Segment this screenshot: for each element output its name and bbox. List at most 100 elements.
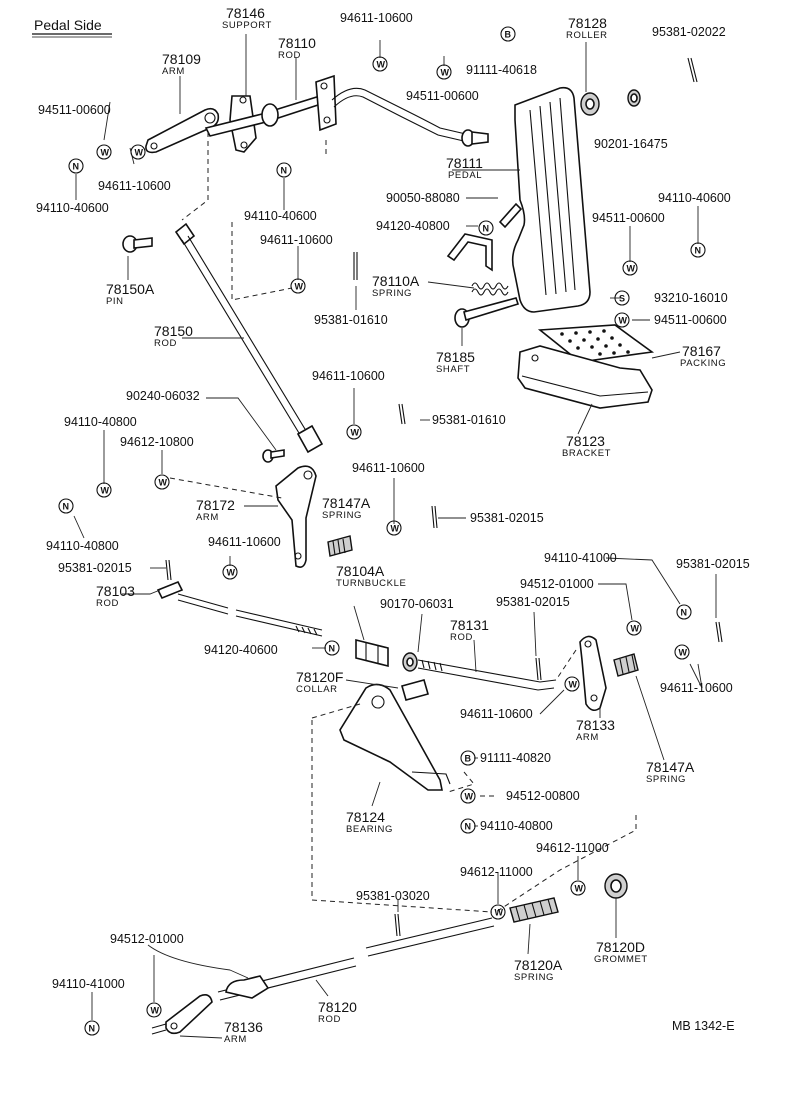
rod-78103-drawing (156, 580, 323, 637)
label-78109-name: ARM (162, 66, 185, 77)
label-95381-02015-c: 95381-02015 (676, 557, 750, 571)
washer-symbol: W (159, 478, 168, 488)
label-78120D-name: GROMMET (594, 954, 648, 965)
label-94612-11000-b: 94612-11000 (460, 865, 533, 879)
label-95381-01610-a: 95381-01610 (314, 313, 388, 327)
washer-symbol: W (377, 60, 386, 70)
label-91111-40618: 91111-40618 (466, 63, 537, 77)
label-91111-40820: 91111-40820 (480, 751, 551, 765)
rod-78110-drawing (204, 74, 489, 147)
label-94110-40800-b: 94110-40800 (46, 539, 119, 553)
washer-symbol: W (391, 524, 400, 534)
pin-95381-02015-c-drawing (715, 621, 723, 643)
label-94110-40600-b: 94110-40600 (244, 209, 317, 223)
washer-symbol: W (101, 148, 110, 158)
label-78147A-top-name: SPRING (322, 510, 362, 521)
label-78146-name: SUPPORT (222, 20, 272, 31)
label-78133: 78133 (576, 717, 615, 733)
label-94110-41000-a: 94110-41000 (544, 551, 617, 565)
label-94512-00800: 94512-00800 (506, 789, 580, 803)
label-78103: 78103 (96, 583, 135, 599)
label-78147A-bot-name: SPRING (646, 774, 686, 785)
label-90201-16475: 90201-16475 (594, 137, 668, 151)
label-94110-40600-a: 94110-40600 (36, 201, 109, 215)
washer-symbol: W (575, 884, 584, 894)
label-78111: 78111 (446, 155, 483, 171)
label-94612-11000-a: 94612-11000 (536, 841, 609, 855)
label-78103-name: ROD (96, 598, 119, 609)
dashed-guides (169, 132, 637, 913)
spring-78147A-bot-drawing (613, 653, 639, 677)
label-95381-01610-b: 95381-01610 (432, 413, 506, 427)
washer-symbol: W (351, 428, 360, 438)
label-94612-10800: 94612-10800 (120, 435, 194, 449)
bolt-symbol: B (465, 754, 472, 764)
turnbuckle-78104A-drawing (355, 638, 389, 668)
bolt-symbol: B (505, 30, 512, 40)
label-78120: 78120 (318, 999, 357, 1015)
hardware-labels: 94611-10600 95381-02022 91111-40618 9451… (36, 11, 750, 991)
label-78109: 78109 (162, 51, 201, 67)
label-78104A-name: TURNBUCKLE (336, 578, 406, 589)
arm-78133-drawing (579, 635, 607, 712)
washer-symbol: W (295, 282, 304, 292)
label-78185-name: SHAFT (436, 364, 470, 375)
label-78147A-top: 78147A (322, 495, 371, 511)
label-78128: 78128 (568, 15, 607, 31)
label-78120F: 78120F (296, 669, 343, 685)
label-78120A: 78120A (514, 957, 563, 973)
label-95381-02015-d: 95381-02015 (496, 595, 570, 609)
nut-90170-06031-drawing (402, 652, 418, 672)
hardware-symbols: W W B W W N N N W W N S W W W W N W W N … (58, 26, 706, 1036)
roller-78128-drawing (580, 92, 600, 116)
label-94611-10600-c: 94611-10600 (260, 233, 333, 247)
pin-95381-01610-a-drawing (353, 252, 358, 280)
washer-symbol: W (569, 680, 578, 690)
grommet-78120D-drawing (604, 873, 628, 899)
washer-symbol: W (135, 148, 144, 158)
label-94120-40800: 94120-40800 (376, 219, 450, 233)
label-78185: 78185 (436, 349, 475, 365)
label-94110-40800-a: 94110-40800 (64, 415, 137, 429)
nut-symbol: N (695, 246, 702, 256)
label-78131: 78131 (450, 617, 489, 633)
label-94611-10600-a: 94611-10600 (340, 11, 413, 25)
label-94611-10600-d: 94611-10600 (312, 369, 385, 383)
label-94110-41000-b: 94110-41000 (52, 977, 125, 991)
bracket-78123-drawing (517, 345, 653, 409)
label-78150A: 78150A (106, 281, 155, 297)
label-94611-10600-e: 94611-10600 (352, 461, 425, 475)
nut-symbol: N (681, 608, 688, 618)
nut-symbol: N (89, 1024, 96, 1034)
spring-78147A-top-drawing (327, 535, 353, 557)
label-94512-01000-a: 94512-01000 (520, 577, 594, 591)
label-78124-name: BEARING (346, 824, 393, 835)
part-labels: 78146 SUPPORT 78110 ROD 78109 ARM 78128 … (96, 5, 726, 1045)
washer-symbol: W (619, 316, 628, 326)
bolt-90240-06032-drawing (262, 449, 285, 463)
leader-lines (73, 34, 717, 1039)
arm-78136-drawing (151, 994, 213, 1035)
pin-95381-02015-a-drawing (431, 505, 438, 529)
shaft-78185-drawing (454, 297, 520, 328)
label-78136-name: ARM (224, 1034, 247, 1045)
washer-symbol: W (627, 264, 636, 274)
pin-95381-02022-drawing (687, 57, 698, 83)
arm-78109-drawing (145, 107, 220, 154)
spring-78110A-drawing (471, 282, 509, 296)
screw-symbol: S (619, 294, 625, 304)
ring-90201-16475-drawing (627, 89, 641, 107)
label-78120A-name: SPRING (514, 972, 554, 983)
label-78150A-name: PIN (106, 296, 124, 307)
label-95381-02022: 95381-02022 (652, 25, 726, 39)
label-94511-00600-c: 94511-00600 (592, 211, 665, 225)
label-78128-name: ROLLER (566, 30, 608, 41)
label-78131-name: ROD (450, 632, 473, 643)
label-78110-name: ROD (278, 50, 301, 61)
label-95381-03020: 95381-03020 (356, 889, 430, 903)
label-90050-88080: 90050-88080 (386, 191, 460, 205)
label-94110-40800-c: 94110-40800 (480, 819, 553, 833)
collar-78120F-drawing (401, 679, 429, 701)
label-78120-name: ROD (318, 1014, 341, 1025)
